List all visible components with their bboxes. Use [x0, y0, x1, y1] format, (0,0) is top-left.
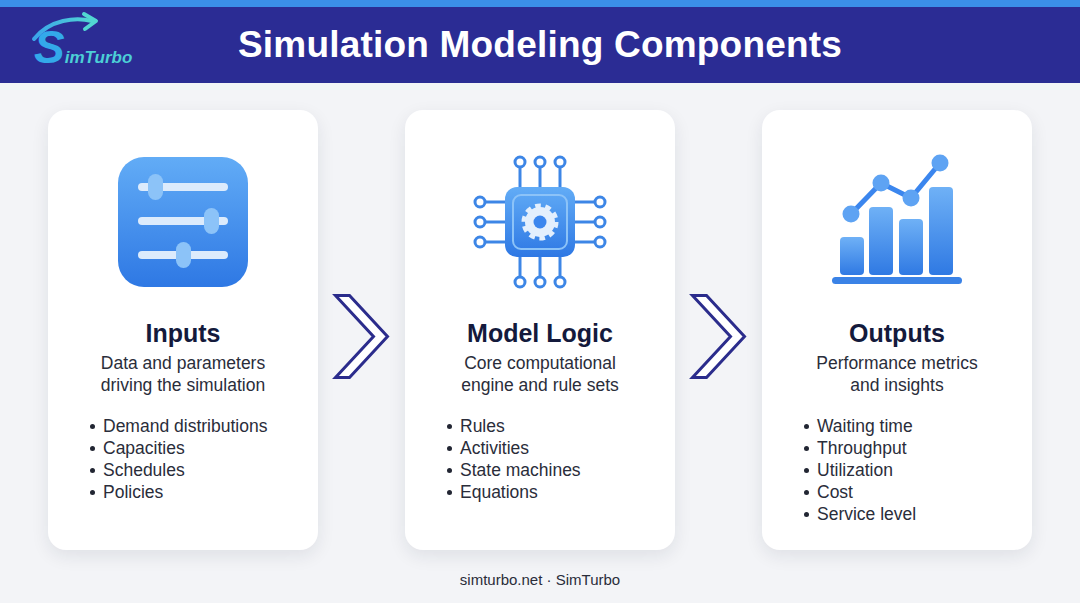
- card-description: Performance metrics and insights: [805, 352, 990, 396]
- chip-pin: [575, 237, 605, 247]
- chip-pin: [515, 157, 525, 187]
- footer-caption: simturbo.net · SimTurbo: [0, 571, 1080, 588]
- component-card: InputsData and parameters driving the si…: [48, 110, 318, 550]
- bullet-item: Equations: [405, 481, 675, 503]
- bullet-item: State machines: [405, 459, 675, 481]
- trend-point: [873, 175, 890, 192]
- chip-pin: [535, 157, 545, 187]
- bullet-item: Rules: [405, 415, 675, 437]
- chip-pin: [535, 257, 545, 287]
- flow-chevron: [318, 296, 405, 378]
- chevron-arrowhead: [693, 296, 745, 378]
- card-heading: Outputs: [762, 318, 1032, 348]
- connector-line: [675, 336, 762, 338]
- bullet-item: Utilization: [762, 459, 1032, 481]
- chip-pin: [555, 257, 565, 287]
- chart-icon: [832, 155, 962, 285]
- chip-body: [505, 187, 575, 257]
- slider-track: [138, 217, 228, 225]
- chip-pin: [475, 197, 505, 207]
- component-card: OutputsPerformance metrics and insightsW…: [762, 110, 1032, 550]
- bullet-item: Cost: [762, 481, 1032, 503]
- bullet-item: Service level: [762, 503, 1032, 525]
- bullet-item: Waiting time: [762, 415, 1032, 437]
- chip-pin: [475, 217, 505, 227]
- chip-icon: [475, 157, 605, 287]
- slider-track: [138, 183, 228, 191]
- slider-knob: [148, 174, 163, 200]
- card-description: Data and parameters driving the simulati…: [91, 352, 276, 396]
- bullet-item: Schedules: [48, 459, 318, 481]
- chip-pin: [555, 157, 565, 187]
- connector-line: [318, 336, 405, 338]
- chevron-arrowhead: [336, 296, 388, 378]
- chip-pin: [575, 197, 605, 207]
- trend-point: [903, 190, 920, 207]
- bullet-item: Demand distributions: [48, 415, 318, 437]
- bullet-item: Activities: [405, 437, 675, 459]
- component-card: Model LogicCore computational engine and…: [405, 110, 675, 550]
- sliders-icon: [118, 157, 248, 287]
- chip-pin: [515, 257, 525, 287]
- trend-line: [851, 163, 940, 214]
- bullet-item: Policies: [48, 481, 318, 503]
- bullet-item: Throughput: [762, 437, 1032, 459]
- slider-track: [138, 251, 228, 259]
- flow-chevron: [675, 296, 762, 378]
- card-description: Core computational engine and rule sets: [448, 352, 633, 396]
- chip-pin: [575, 217, 605, 227]
- bar: [899, 219, 923, 275]
- diagram-title: Simulation Modeling Components: [0, 7, 1080, 83]
- bar: [840, 237, 864, 275]
- chip-inner: [513, 195, 567, 249]
- card-heading: Model Logic: [405, 318, 675, 348]
- logo-text: SimTurbo: [34, 24, 174, 81]
- chip-pin: [475, 237, 505, 247]
- bar: [929, 187, 953, 275]
- chart-baseline: [832, 277, 962, 284]
- bullet-item: Capacities: [48, 437, 318, 459]
- logo-arrowhead: [84, 14, 96, 29]
- trend-point: [932, 155, 949, 172]
- bar: [869, 207, 893, 275]
- header-stripe: [0, 0, 1080, 7]
- trend-point: [843, 206, 860, 223]
- slider-knob: [204, 208, 219, 234]
- card-heading: Inputs: [48, 318, 318, 348]
- gear: [525, 207, 555, 237]
- gear-hole: [534, 216, 547, 229]
- icon-tile: [118, 157, 248, 287]
- slider-knob: [176, 242, 191, 268]
